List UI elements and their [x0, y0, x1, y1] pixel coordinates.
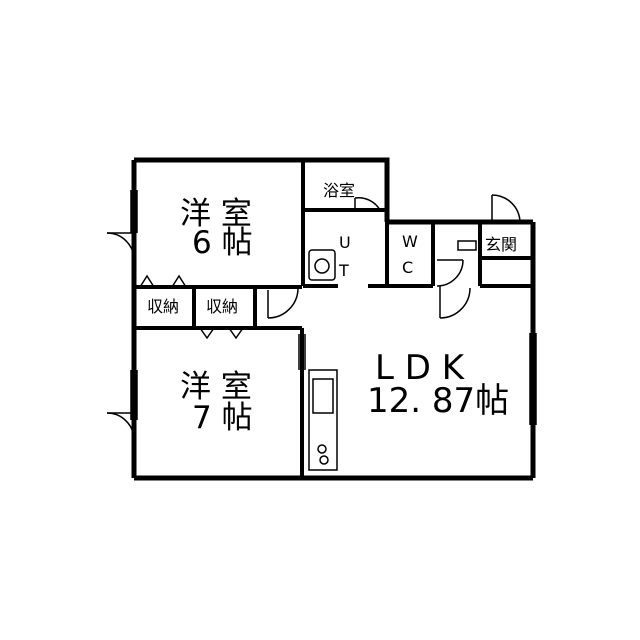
bathroom-label: 浴室 [323, 181, 355, 200]
toilet-label-w: W [402, 232, 418, 251]
room-7-size: 7 帖 [192, 400, 253, 436]
windows [130, 190, 537, 425]
ldk-size: 12. 87帖 [367, 381, 509, 421]
interior-walls [134, 160, 533, 478]
storage-1-label: 収納 [147, 297, 179, 316]
storage-2-label: 収納 [206, 297, 238, 316]
room-6-size: 6 帖 [192, 225, 253, 261]
fixtures [308, 240, 477, 471]
entrance-label: 玄関 [485, 235, 517, 254]
room-7-name: 洋 室 [180, 369, 252, 405]
utility-label-t: T [338, 261, 349, 280]
room-6-name: 洋 室 [180, 196, 252, 232]
ldk-label: L D K [375, 348, 466, 388]
toilet-label-c: C [402, 258, 413, 277]
exterior-walls [131, 157, 536, 481]
doors [106, 194, 521, 441]
utility-label-u: U [339, 233, 351, 252]
